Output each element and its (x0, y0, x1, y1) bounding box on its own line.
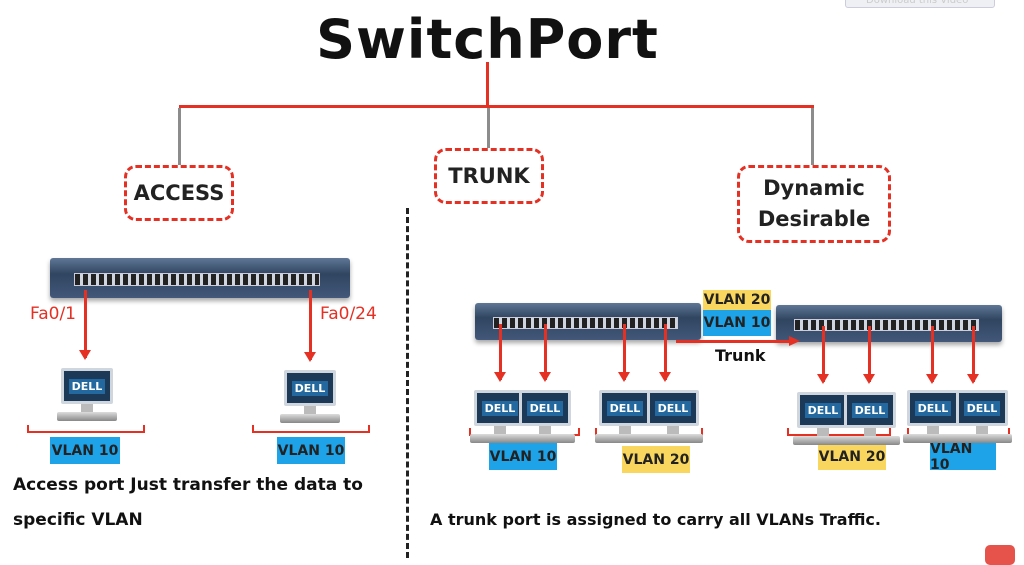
mode-access: ACCESS (124, 165, 234, 221)
dell-computer-icon: DELL (57, 368, 117, 426)
dell-computer-icon: DELL (840, 392, 900, 450)
trunk-switch-left (475, 303, 701, 340)
tree-horizontal-line (179, 105, 814, 108)
access-caption-1: Access port Just transfer the data to (13, 475, 363, 495)
arrow-icon (539, 324, 551, 382)
arrow-icon (863, 326, 875, 384)
arrow-icon (618, 324, 630, 382)
arrow-icon (79, 290, 91, 360)
trunk-arrowhead-icon (789, 336, 800, 346)
mode-trunk: TRUNK (434, 148, 544, 204)
dell-computer-icon: DELL (952, 390, 1012, 448)
trunk-caption: A trunk port is assigned to carry all VL… (430, 510, 881, 529)
dell-logo: DELL (963, 400, 1001, 416)
arrow-icon (817, 326, 829, 384)
dell-logo: DELL (914, 400, 952, 416)
dell-logo: DELL (291, 380, 329, 396)
tree-trunk-line (486, 62, 489, 108)
port-fa0-24-label: Fa0/24 (320, 304, 377, 324)
dell-logo: DELL (606, 400, 644, 416)
section-divider (406, 208, 409, 558)
trunk-link-line (676, 340, 791, 343)
vlan-badge-trunk: VLAN 20 (622, 446, 690, 473)
dell-computer-icon: DELL (470, 390, 530, 448)
access-caption-2: specific VLAN (13, 510, 143, 530)
port-fa0-1-label: Fa0/1 (30, 304, 76, 324)
dell-logo: DELL (526, 400, 564, 416)
dell-logo: DELL (654, 400, 692, 416)
trunk-switch-right (776, 305, 1002, 342)
trunk-tag-vlan20: VLAN 20 (703, 290, 771, 310)
dell-computer-icon: DELL (793, 392, 853, 450)
download-video-button[interactable]: Download this Video (845, 0, 995, 8)
group-bracket (252, 425, 370, 433)
branch-dynamic (811, 108, 814, 165)
vlan-badge-access-right: VLAN 10 (277, 437, 345, 464)
arrow-icon (659, 324, 671, 382)
page-title: SwitchPort (316, 8, 659, 71)
arrow-icon (304, 290, 316, 362)
arrow-icon (926, 326, 938, 384)
trunk-tag-vlan10: VLAN 10 (703, 310, 771, 336)
dell-computer-icon: DELL (515, 390, 575, 448)
mode-access-label: ACCESS (133, 180, 225, 205)
corner-icon (985, 545, 1015, 565)
mode-dynamic-label-2: Desirable (757, 207, 871, 231)
group-bracket (27, 425, 145, 433)
branch-trunk (487, 108, 490, 148)
dell-logo: DELL (804, 402, 842, 418)
dell-computer-icon: DELL (595, 390, 655, 448)
dell-logo: DELL (851, 402, 889, 418)
dell-computer-icon: DELL (280, 370, 340, 428)
vlan-badge-trunk: VLAN 10 (930, 441, 996, 473)
mode-trunk-label: TRUNK (448, 163, 530, 188)
dell-computer-icon: DELL (643, 390, 703, 448)
vlan-badge-access-left: VLAN 10 (50, 437, 120, 464)
group-bracket (787, 428, 891, 436)
vlan-badge-trunk: VLAN 10 (489, 443, 557, 470)
mode-dynamic-label-1: Dynamic (763, 176, 865, 200)
dell-logo: DELL (481, 400, 519, 416)
arrow-icon (967, 326, 979, 384)
arrow-icon (494, 324, 506, 382)
dell-logo: DELL (68, 378, 106, 394)
vlan-badge-trunk: VLAN 20 (818, 443, 886, 470)
branch-access (178, 108, 181, 165)
trunk-link-label: Trunk (715, 346, 766, 365)
access-switch (50, 258, 350, 298)
